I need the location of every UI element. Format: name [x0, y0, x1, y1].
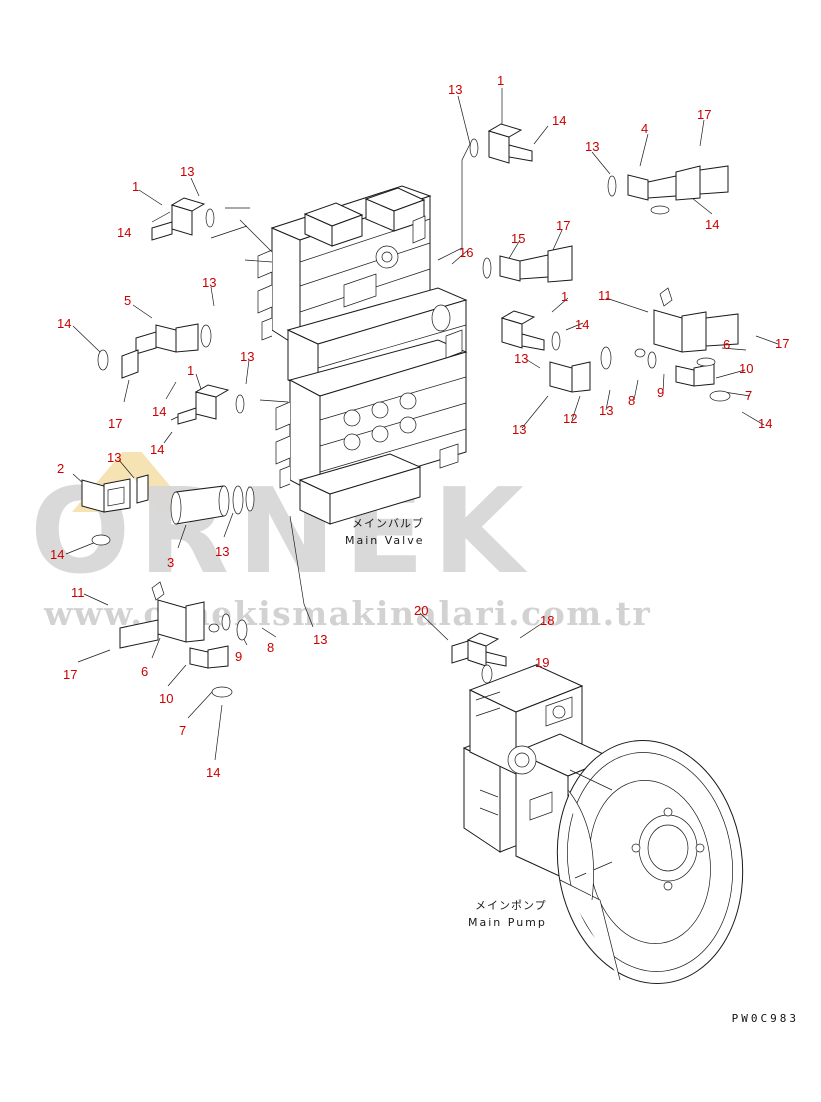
callout-13: 13	[107, 450, 122, 465]
main-pump-assembly	[462, 664, 744, 984]
main-valve-label-en: Main Valve	[345, 534, 425, 547]
main-valve-label-jp: メインバルブ	[352, 517, 424, 530]
callout-10: 10	[739, 361, 754, 376]
callout-17: 17	[775, 336, 790, 351]
callout-13: 13	[240, 349, 255, 364]
callout-5: 5	[124, 293, 132, 308]
callout-15: 15	[511, 231, 526, 246]
callout-1: 1	[187, 363, 195, 378]
callout-14: 14	[57, 316, 72, 331]
callout-14: 14	[705, 217, 720, 232]
callout-9: 9	[657, 385, 665, 400]
callout-19: 19	[535, 655, 550, 670]
callout-13: 13	[585, 139, 600, 154]
main-pump-label-jp: メインポンプ	[475, 899, 547, 912]
callout-7: 7	[745, 388, 753, 403]
callout-18: 18	[540, 613, 555, 628]
callout-3: 3	[167, 555, 175, 570]
callout-17: 17	[556, 218, 571, 233]
callout-14: 14	[117, 225, 132, 240]
callout-13: 13	[215, 544, 230, 559]
callout-14: 14	[758, 416, 773, 431]
callout-6: 6	[141, 664, 149, 679]
callout-16: 16	[459, 245, 474, 260]
callout-17: 17	[63, 667, 78, 682]
callout-13: 13	[180, 164, 195, 179]
callout-13: 13	[599, 403, 614, 418]
callout-13: 13	[514, 351, 529, 366]
callout-11: 11	[71, 585, 85, 600]
sheet-code: PW0C983	[731, 1012, 799, 1025]
callout-12: 12	[563, 411, 578, 426]
callout-1: 1	[132, 179, 140, 194]
main-valve-assembly	[257, 185, 468, 525]
main-pump-label-en: Main Pump	[468, 916, 547, 929]
callout-14: 14	[552, 113, 567, 128]
callout-1: 1	[561, 289, 569, 304]
callout-2: 2	[57, 461, 65, 476]
callout-8: 8	[267, 640, 275, 655]
callout-8: 8	[628, 393, 636, 408]
callout-14: 14	[150, 442, 165, 457]
callout-11: 11	[598, 288, 612, 303]
callout-14: 14	[575, 317, 590, 332]
callout-10: 10	[159, 691, 174, 706]
callout-14: 14	[206, 765, 221, 780]
callout-7: 7	[179, 723, 187, 738]
fittings	[81, 123, 739, 698]
callout-17: 17	[697, 107, 712, 122]
callout-4: 4	[641, 121, 649, 136]
callout-9: 9	[235, 649, 243, 664]
callout-13: 13	[448, 82, 463, 97]
callout-13: 13	[512, 422, 527, 437]
callout-17: 17	[108, 416, 123, 431]
callout-14: 14	[50, 547, 65, 562]
callout-6: 6	[723, 337, 731, 352]
callout-14: 14	[152, 404, 167, 419]
callout-1: 1	[497, 73, 505, 88]
callout-13: 13	[313, 632, 328, 647]
callout-13: 13	[202, 275, 217, 290]
callout-20: 20	[414, 603, 429, 618]
